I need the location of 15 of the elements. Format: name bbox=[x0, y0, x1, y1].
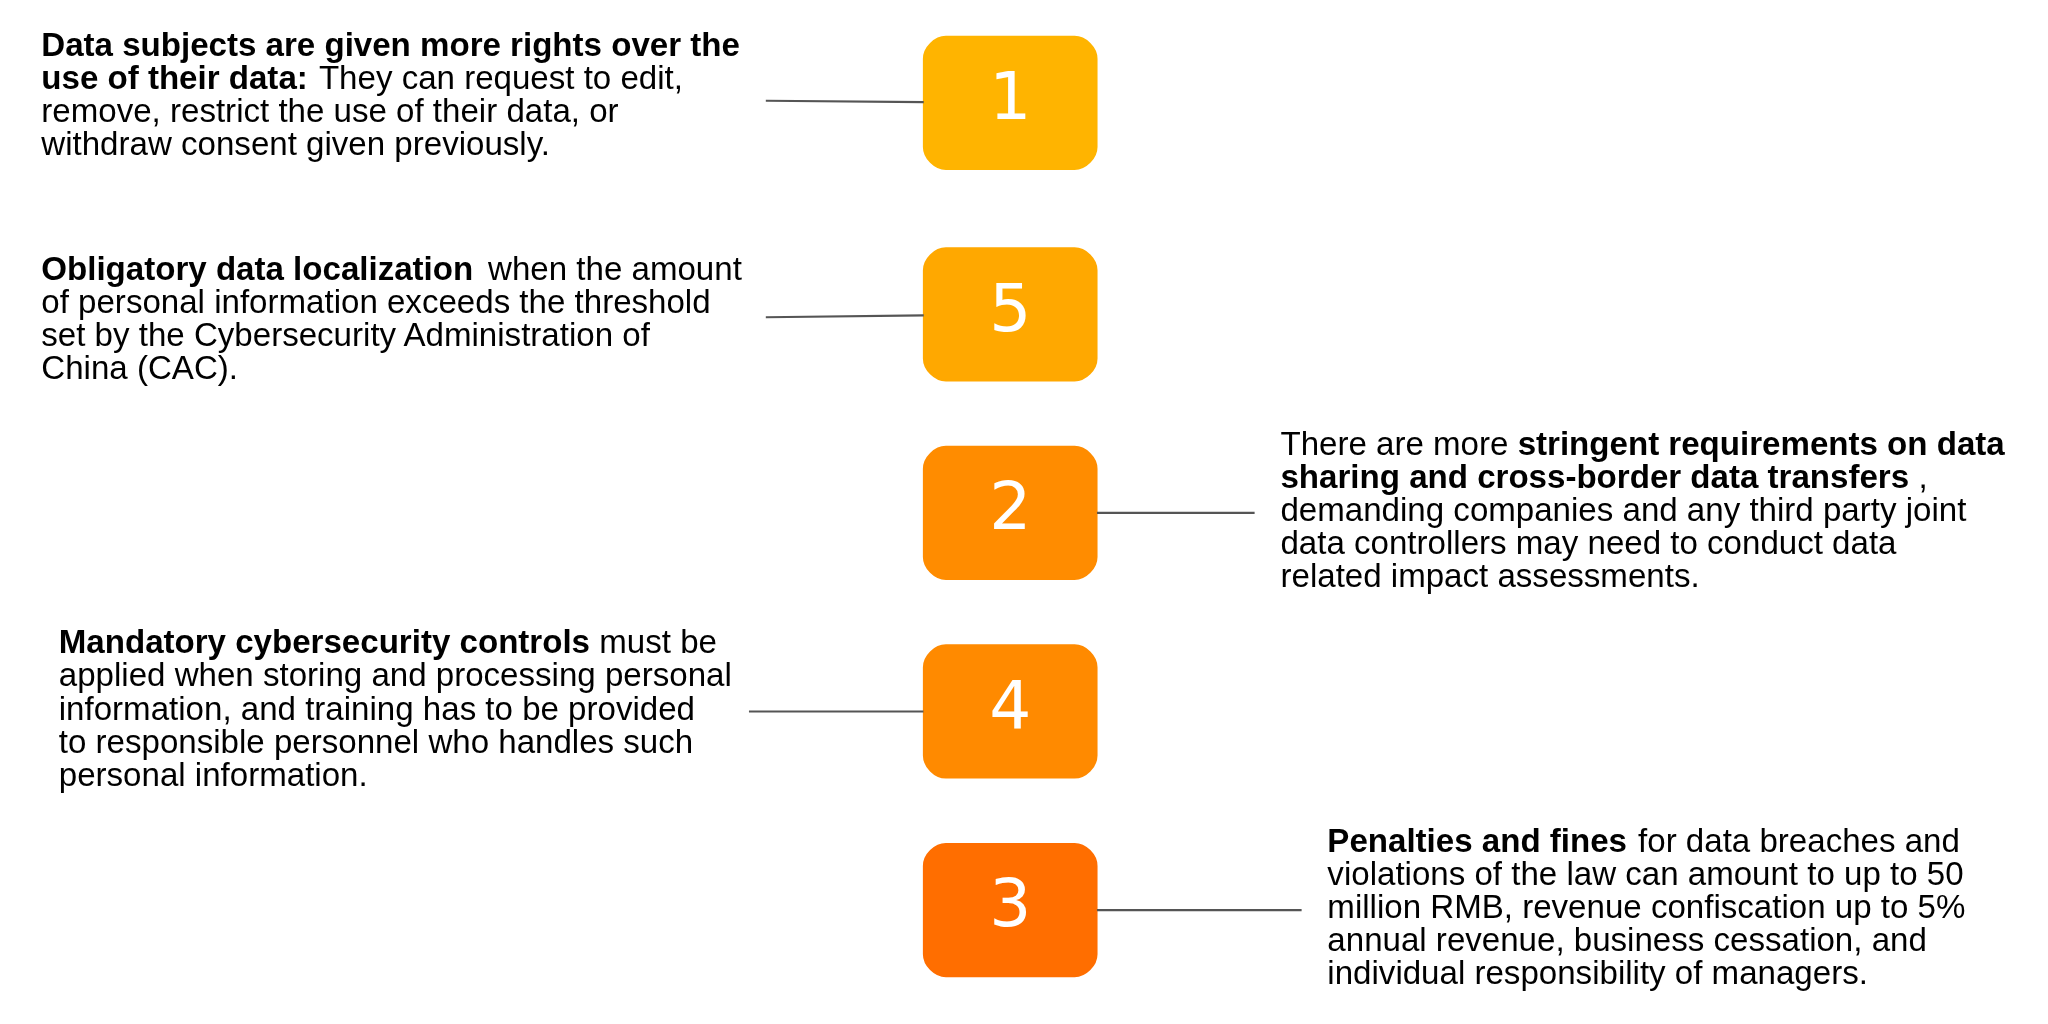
node-box: 4 bbox=[922, 644, 1098, 779]
node-text: Data subjects are given more rights over the use of their data: They can request to edit, remove, restrict the use of their data, or withdraw consent given previously. bbox=[41, 25, 740, 163]
node-text: There are more stringent requirements on data sharing and cross-border data transfers, demanding companies and any third party joint data controllers may need to conduct data related impact assessments. bbox=[1280, 424, 2005, 595]
connector bbox=[1096, 908, 1302, 912]
node-text: Penalties and fines for data breaches and violations of the law can amount to up to 50 million RMB, revenue confiscation up to 5% annual revenue, business cessation, and individual responsibility of managers. bbox=[1327, 821, 1966, 992]
connector bbox=[765, 314, 924, 319]
node-box: 2 bbox=[922, 445, 1098, 581]
node-box: 3 bbox=[922, 842, 1098, 978]
connector bbox=[1096, 511, 1255, 515]
node-text: Mandatory cybersecurity controls must be applied when storing and processing personal information, and training has to be provided to responsible personnel who handles such personal information. bbox=[58, 623, 732, 793]
node-text: Obligatory data localization when the amount of personal information exceeds the threshold set by the Cybersecurity Administration of China (CAC). bbox=[41, 250, 742, 387]
node-box: 5 bbox=[922, 247, 1098, 382]
connector bbox=[748, 710, 924, 713]
connector bbox=[765, 99, 924, 104]
node-box: 1 bbox=[922, 35, 1098, 171]
